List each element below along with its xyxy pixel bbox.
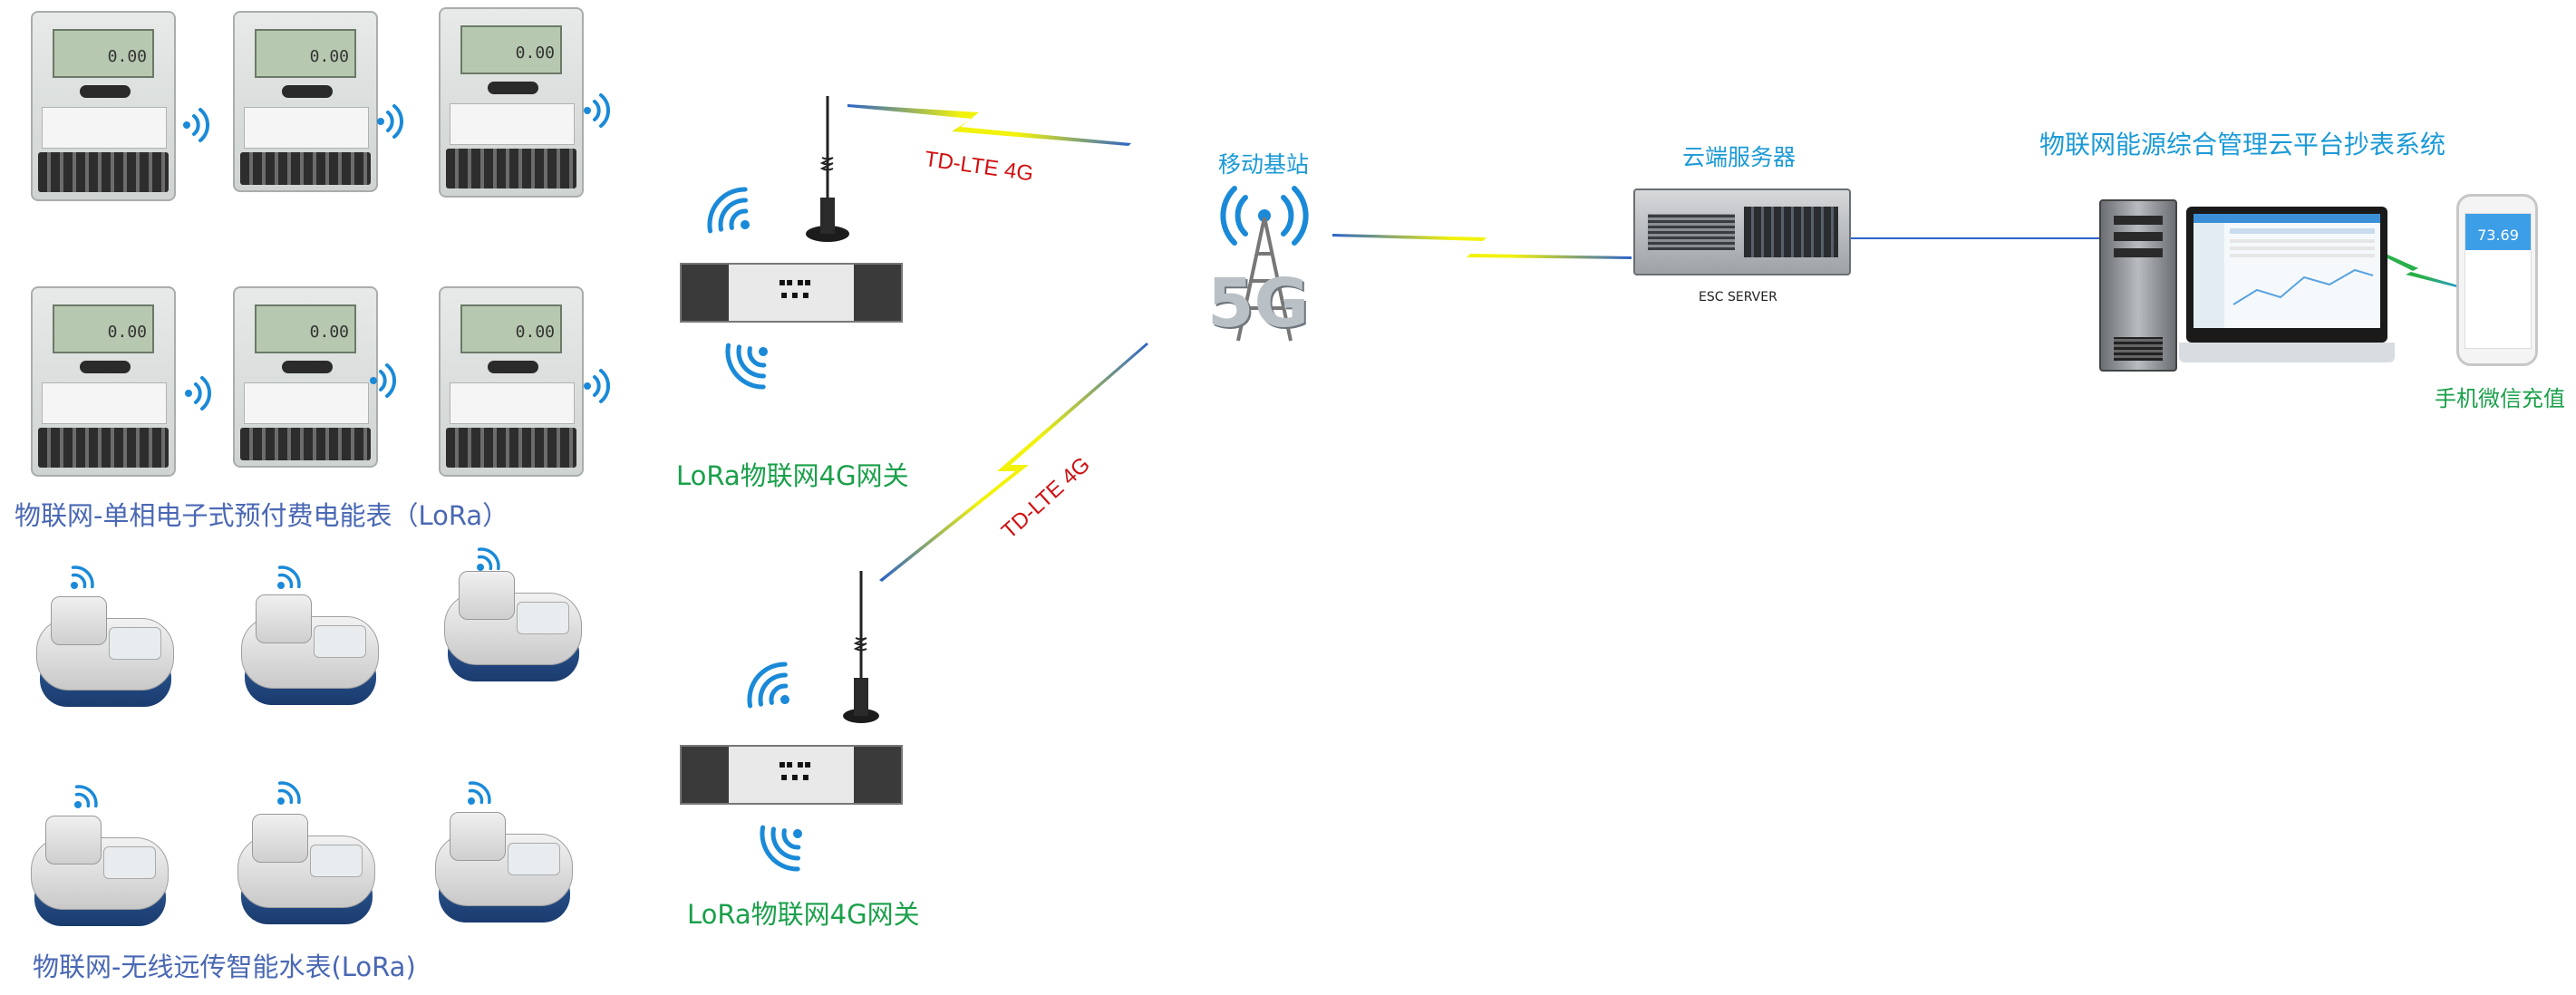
lightning-link-icon: [2384, 254, 2462, 288]
meter-keys: [488, 361, 538, 373]
meter-terminal: [446, 428, 576, 468]
water-meter: [25, 807, 170, 933]
meter-keys: [488, 82, 538, 94]
meter-keys: [282, 85, 333, 98]
meter-keys: [80, 361, 131, 373]
wifi-signal-icon: [277, 781, 301, 805]
meter-nameplate: [244, 382, 369, 424]
wifi-signal-icon: [747, 662, 789, 709]
meter-display: 0.00: [53, 304, 154, 353]
server-model-label: ESC SERVER: [1699, 290, 1777, 304]
water-meter: [430, 803, 575, 930]
lora-4g-gateway: ▪▪ ▪▪▪ ▪ ▪: [680, 263, 903, 323]
gateway-face-glyphs: ▪▪ ▪▪▪ ▪ ▪: [778, 758, 812, 783]
meter-terminal: [446, 149, 576, 188]
wifi-signal-icon: [477, 547, 500, 571]
wifi-signal-icon: [377, 104, 404, 139]
meter-display: 0.00: [255, 304, 356, 353]
wifi-signal-icon: [74, 785, 98, 808]
mobile-recharge-label: 手机微信充值: [2435, 386, 2565, 411]
phone-screen: 73.69: [2465, 213, 2532, 349]
water-meter: [31, 587, 176, 714]
meter-display: 0.00: [460, 25, 562, 74]
wifi-signal-icon: [584, 369, 611, 403]
water-meter: [232, 805, 377, 932]
meter-keys: [282, 361, 333, 373]
antenna-icon: [843, 571, 879, 723]
meter-nameplate: [42, 382, 167, 424]
wifi-signal-icon: [370, 363, 397, 398]
meter-nameplate: [450, 103, 575, 145]
wifi-signal-icon: [707, 187, 750, 234]
electric-meter: 0.00: [439, 286, 584, 477]
wifi-signal-icon: [760, 825, 802, 872]
antenna-icon: [806, 96, 849, 242]
meter-terminal: [240, 152, 371, 185]
water-meters-caption: 物联网-无线远传智能水表(LoRa): [33, 952, 416, 982]
wifi-signal-icon: [71, 565, 94, 589]
smartphone-icon: 73.69: [2456, 194, 2538, 366]
electric-meter: 0.00: [439, 7, 584, 198]
meter-nameplate: [42, 107, 167, 149]
5g-tower-icon: [1220, 186, 1309, 342]
desktop-pc-icon: [2099, 199, 2177, 372]
meter-nameplate: [450, 382, 575, 424]
meter-terminal: [38, 152, 169, 192]
wifi-signal-icon: [468, 781, 491, 805]
monitor-icon: [2179, 207, 2395, 362]
cloud-server-label: 云端服务器: [1682, 144, 1796, 170]
wifi-signal-icon: [725, 343, 768, 390]
wifi-signal-icon: [183, 108, 210, 142]
platform-title: 物联网能源综合管理云平台抄表系统: [2039, 130, 2446, 159]
gateway-face-glyphs: ▪▪ ▪▪▪ ▪ ▪: [778, 275, 812, 301]
gateway-top-label: LoRa物联网4G网关: [676, 460, 909, 491]
meter-display: 0.00: [53, 29, 154, 78]
lora-4g-gateway: ▪▪ ▪▪▪ ▪ ▪: [680, 745, 903, 805]
base-station-badge: 5G: [1207, 265, 1310, 343]
server-icon: [1633, 188, 1851, 275]
lightning-link-icon: [847, 104, 1131, 146]
lightning-link-icon: [879, 343, 1148, 582]
base-station-label: 移动基站: [1218, 151, 1310, 178]
electric-meters-caption: 物联网-单相电子式预付费电能表（LoRa）: [15, 500, 509, 531]
meter-nameplate: [244, 107, 369, 149]
wifi-signal-icon: [584, 93, 611, 128]
meter-terminal: [38, 428, 169, 468]
water-meter: [439, 562, 584, 689]
meter-terminal: [240, 428, 371, 460]
wifi-signal-icon: [277, 565, 301, 589]
monitor-screen: [2193, 214, 2380, 328]
water-meter: [236, 585, 381, 712]
electric-meter: 0.00: [31, 286, 176, 477]
electric-meter: 0.00: [233, 11, 378, 192]
gateway-bottom-label: LoRa物联网4G网关: [687, 899, 920, 930]
meter-display: 0.00: [460, 304, 562, 353]
wifi-signal-icon: [185, 376, 212, 411]
meter-display: 0.00: [255, 29, 356, 78]
lightning-link-icon: [1332, 234, 1632, 259]
electric-meter: 0.00: [233, 286, 378, 468]
electric-meter: 0.00: [31, 11, 176, 201]
meter-keys: [80, 85, 131, 98]
phone-balance: 73.69: [2465, 214, 2531, 250]
